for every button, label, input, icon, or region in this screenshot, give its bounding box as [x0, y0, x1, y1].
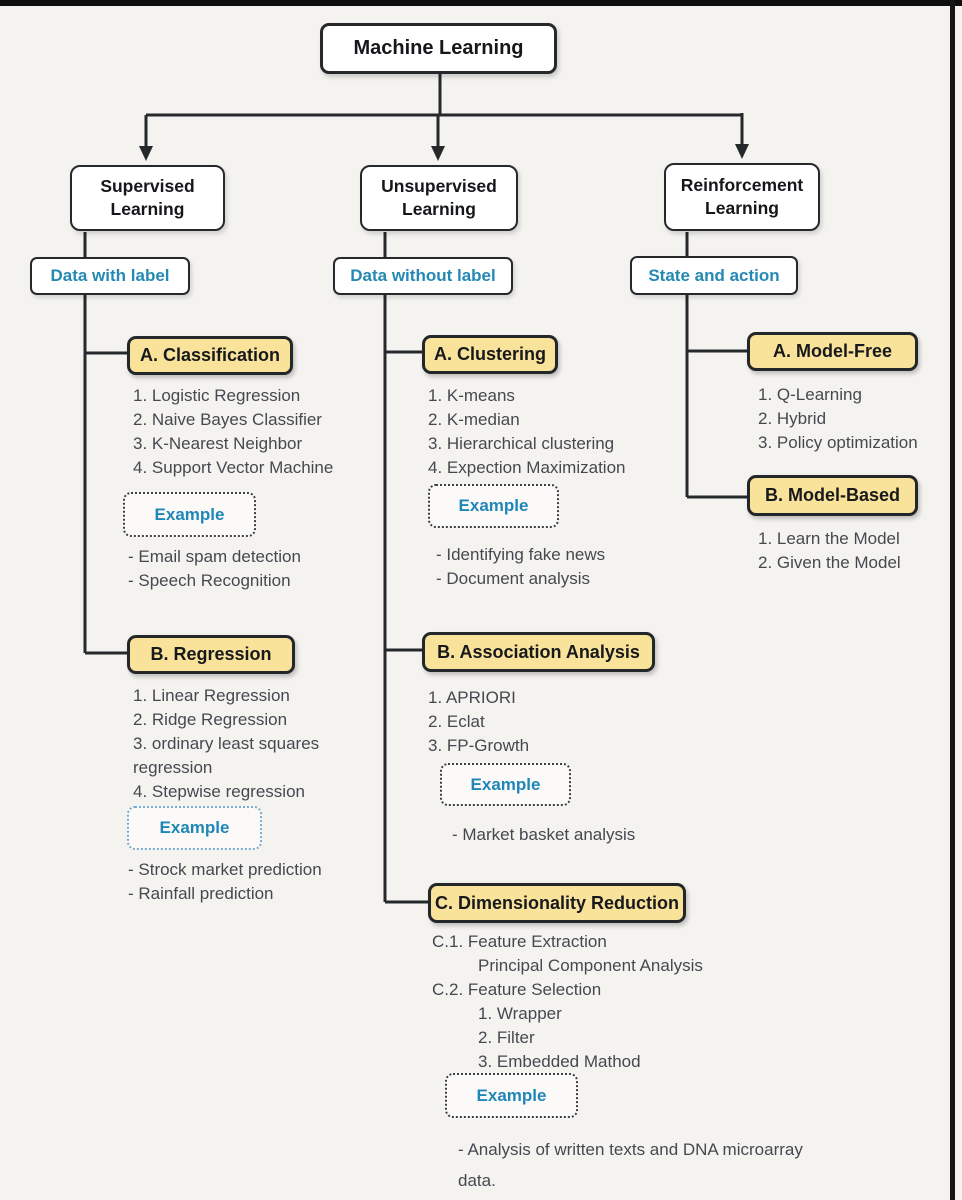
- association-example-box: Example: [440, 763, 571, 806]
- model-based-list: 1. Learn the Model 2. Given the Model: [758, 527, 948, 575]
- category-classification: A. Classification: [127, 336, 293, 375]
- example-item: - Analysis of written texts and DNA micr…: [458, 1140, 803, 1190]
- example-label: Example: [470, 774, 541, 794]
- label-text: Data without label: [350, 266, 496, 285]
- list-item: 4. Expection Maximization: [428, 458, 626, 477]
- branch-title: Supervised Learning: [100, 176, 195, 219]
- example-label: Example: [458, 496, 529, 515]
- branch-unsupervised-learning: Unsupervised Learning: [360, 165, 518, 231]
- association-examples: - Market basket analysis: [452, 823, 635, 847]
- category-heading: B. Model-Based: [764, 485, 901, 505]
- branch-reinforcement-learning: Reinforcement Learning: [664, 163, 820, 231]
- list-item: 1. Linear Regression: [133, 686, 290, 705]
- example-label: Example: [159, 818, 230, 837]
- classification-example-box: Example: [123, 492, 256, 537]
- list-item: 3. Embedded Mathod: [478, 1052, 641, 1071]
- example-item: - Market basket analysis: [452, 825, 636, 844]
- list-item: 3. K-Nearest Neighbor: [133, 434, 303, 453]
- label-data-without-label: Data without label: [333, 257, 513, 295]
- clustering-example-box: Example: [428, 484, 559, 528]
- label-state-and-action: State and action: [630, 256, 798, 295]
- regression-example-box: Example: [127, 806, 262, 850]
- clustering-examples: - Identifying fake news - Document analy…: [436, 543, 605, 591]
- list-item: 2. K-median: [428, 410, 520, 429]
- list-item: 2. Given the Model: [758, 553, 901, 572]
- clustering-list: 1. K-means 2. K-median 3. Hierarchical c…: [428, 384, 683, 480]
- classification-list: 1. Logistic Regression 2. Naive Bayes Cl…: [133, 384, 373, 480]
- list-item: Principal Component Analysis: [478, 956, 703, 975]
- list-item: 2. Filter: [478, 1028, 535, 1047]
- category-clustering: A. Clustering: [422, 335, 558, 374]
- branch-title: Unsupervised Learning: [381, 176, 497, 219]
- model-free-list: 1. Q-Learning 2. Hybrid 3. Policy optimi…: [758, 383, 948, 455]
- right-frame-bar: [950, 0, 955, 1200]
- example-item: - Email spam detection: [128, 547, 301, 566]
- category-heading: A. Classification: [139, 345, 281, 365]
- label-text: Data with label: [50, 266, 170, 285]
- list-item: C.1. Feature Extraction: [432, 932, 607, 951]
- category-heading: B. Regression: [150, 644, 272, 664]
- list-item: 1. Wrapper: [478, 1004, 562, 1023]
- dimensionality-list: C.1. Feature Extraction Principal Compon…: [432, 930, 762, 1074]
- list-item: 3. ordinary least squares regression: [133, 734, 320, 777]
- category-heading: A. Clustering: [433, 344, 546, 364]
- list-item: 2. Ridge Regression: [133, 710, 288, 729]
- category-model-free: A. Model-Free: [747, 332, 918, 371]
- list-item: 3. Policy optimization: [758, 433, 918, 452]
- root-node-machine-learning: Machine Learning: [320, 23, 557, 74]
- category-dimensionality-reduction: C. Dimensionality Reduction: [428, 883, 686, 923]
- dimensionality-example-box: Example: [445, 1073, 578, 1118]
- category-heading: A. Model-Free: [772, 341, 892, 361]
- category-model-based: B. Model-Based: [747, 475, 918, 516]
- list-item: 3. FP-Growth: [428, 736, 530, 755]
- list-item: 1. APRIORI: [428, 688, 516, 707]
- list-item: 2. Eclat: [428, 712, 485, 731]
- example-item: - Strock market prediction: [128, 860, 322, 879]
- example-item: - Rainfall prediction: [128, 884, 274, 903]
- top-frame-bar: [0, 0, 962, 6]
- example-item: - Identifying fake news: [436, 545, 606, 564]
- example-item: - Speech Recognition: [128, 571, 291, 590]
- branch-title: Reinforcement Learning: [680, 175, 804, 218]
- list-item: 2. Naive Bayes Classifier: [133, 410, 322, 429]
- list-item: 2. Hybrid: [758, 409, 827, 428]
- label-text: State and action: [648, 265, 780, 285]
- list-item: 1. Logistic Regression: [133, 386, 301, 405]
- list-item: 3. Hierarchical clustering: [428, 434, 615, 453]
- association-list: 1. APRIORI 2. Eclat 3. FP-Growth: [428, 686, 678, 758]
- classification-examples: - Email spam detection - Speech Recognit…: [128, 545, 301, 593]
- list-item: 4. Support Vector Machine: [133, 458, 334, 477]
- dimensionality-examples: - Analysis of written texts and DNA micr…: [458, 1134, 836, 1196]
- label-data-with-label: Data with label: [30, 257, 190, 295]
- list-item: 1. Learn the Model: [758, 529, 900, 548]
- arrowhead-icons: [139, 144, 749, 161]
- category-heading: B. Association Analysis: [437, 641, 640, 662]
- category-association-analysis: B. Association Analysis: [422, 632, 655, 672]
- example-item: - Document analysis: [436, 569, 591, 588]
- root-title: Machine Learning: [353, 37, 524, 59]
- regression-examples: - Strock market prediction - Rainfall pr…: [128, 858, 322, 906]
- branch-supervised-learning: Supervised Learning: [70, 165, 225, 231]
- category-heading: C. Dimensionality Reduction: [434, 892, 680, 913]
- list-item: 1. K-means: [428, 386, 515, 405]
- regression-list: 1. Linear Regression 2. Ridge Regression…: [133, 684, 371, 804]
- example-label: Example: [154, 504, 225, 524]
- list-item: 4. Stepwise regression: [133, 782, 305, 801]
- category-regression: B. Regression: [127, 635, 295, 674]
- list-item: 1. Q-Learning: [758, 385, 862, 404]
- list-item: C.2. Feature Selection: [432, 980, 602, 999]
- example-label: Example: [476, 1085, 547, 1105]
